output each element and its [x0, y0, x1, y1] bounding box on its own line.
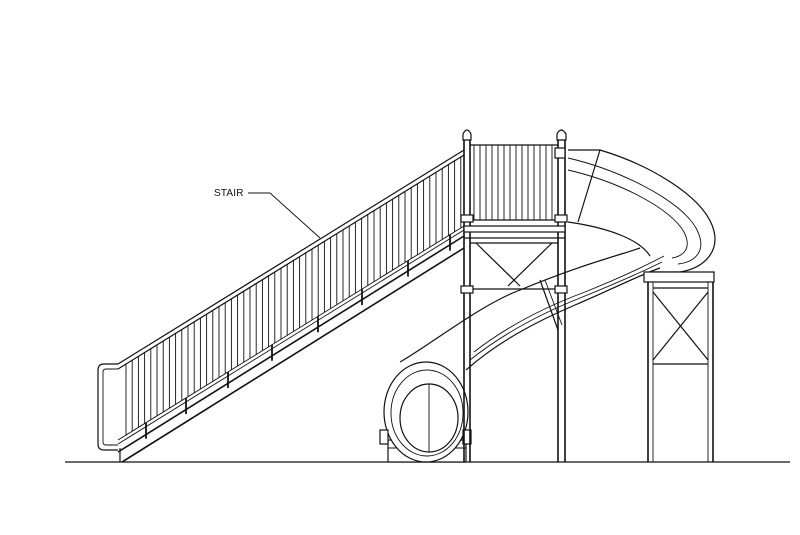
right-support-tower — [643, 271, 715, 462]
stair-label: STAIR — [214, 188, 244, 199]
tube-exit — [379, 361, 472, 463]
main-platform-tower — [460, 129, 568, 462]
platform-guard-pickets — [473, 145, 553, 220]
slide-flume-upper — [567, 149, 716, 273]
stair-pickets — [125, 156, 462, 436]
stair-leader-arrow-line — [269, 192, 321, 239]
stair-posts — [145, 234, 451, 439]
stair-callout: STAIR — [214, 188, 321, 239]
slide-flume-lower — [399, 247, 665, 371]
